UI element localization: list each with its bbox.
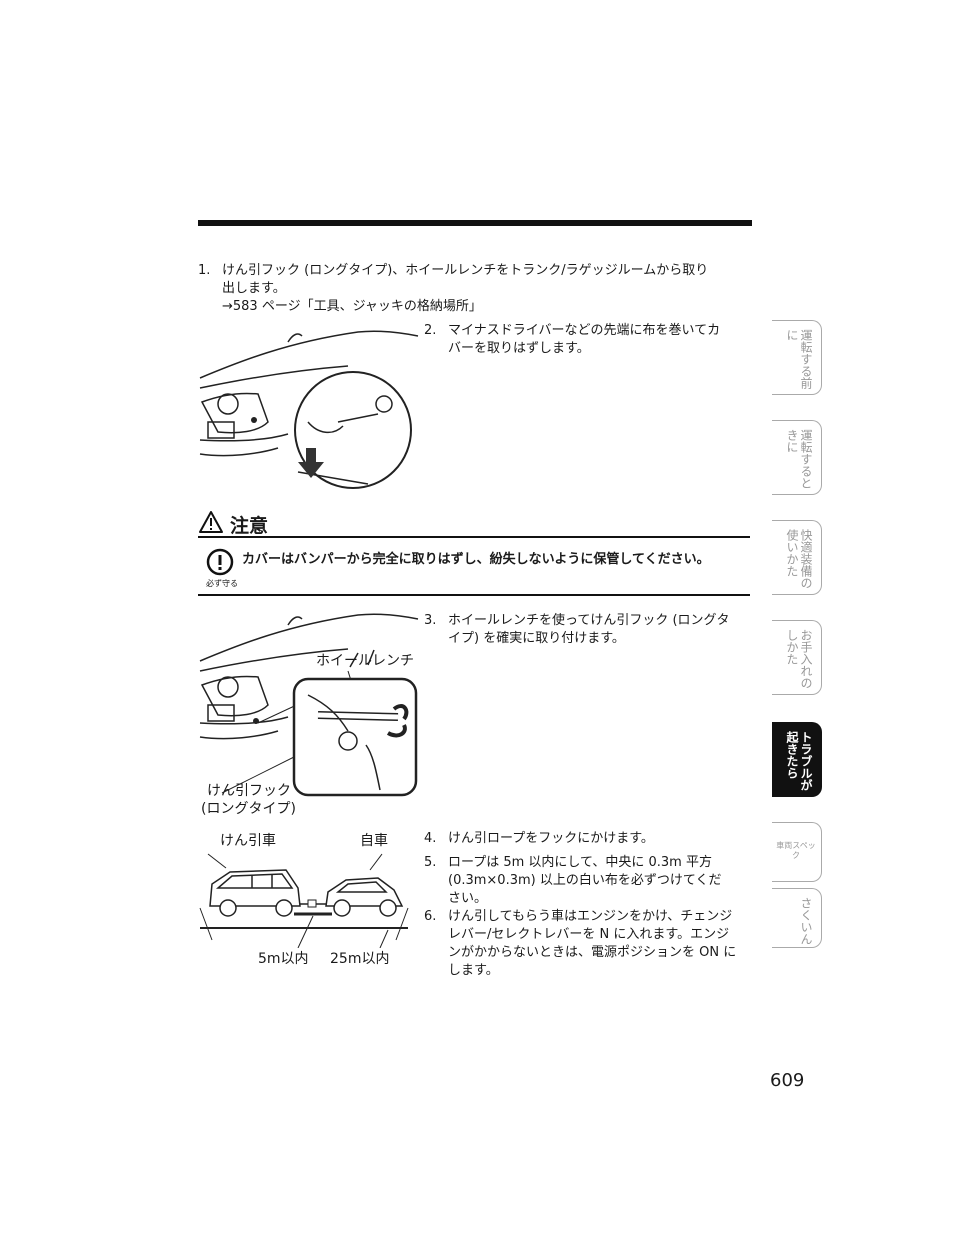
- step-3: 3. ホイールレンチを使ってけん引フック (ロングタ イプ) を確実に取り付けます…: [424, 612, 754, 648]
- step-1-reference: →583 ページ「工具、ジャッキの格納場所」: [222, 299, 482, 314]
- step-6: 6. けん引してもらう車はエンジンをかけ、チェンジ レバー/セレクトレバーを N …: [424, 908, 754, 980]
- caution-title: 注意: [230, 515, 269, 537]
- step-1-line2: 出します。: [222, 281, 286, 296]
- step-4-line1: けん引ロープをフックにかけます。: [448, 831, 654, 846]
- dist1-leader: [297, 915, 314, 948]
- own-car-leader: [369, 853, 383, 871]
- dist2-leader: [379, 929, 389, 948]
- tab-before-driving[interactable]: 運転する前に: [772, 320, 822, 395]
- step-5-line3: さい。: [448, 891, 488, 906]
- must-follow-icon: [206, 548, 234, 576]
- tab-index[interactable]: さくいん: [772, 888, 822, 948]
- towing-illustration: [199, 853, 409, 948]
- detail-circle: [294, 371, 412, 489]
- step-6-line3: ンがかからないときは、電源ポジションを ON に: [448, 945, 737, 960]
- step-5-line1: ロープは 5m 以内にして、中央に 0.3m 平方: [448, 855, 712, 870]
- tab-while-driving[interactable]: 運転するときに: [772, 420, 822, 495]
- section-rule: [198, 220, 752, 226]
- caution-box: 必ず守る カバーはバンパーから完全に取りはずし、紛失しないように保管してください…: [198, 536, 750, 596]
- tick-left: [199, 907, 213, 941]
- step-3-line2: イプ) を確実に取り付けます。: [448, 631, 625, 646]
- own-vehicle-drawing: [325, 877, 404, 917]
- detail-box: [292, 677, 418, 797]
- own-vehicle-label: 自車: [360, 833, 388, 849]
- hook-point: [253, 718, 259, 724]
- car-front-drawing-2: [199, 613, 419, 740]
- white-cloth-marker: [307, 899, 317, 908]
- distance-5m-label: 5m以内: [258, 951, 309, 967]
- wrench-hand-detail: [307, 694, 409, 791]
- step-3-number: 3.: [424, 613, 437, 628]
- wheel-wrench-label: ホイールレンチ: [316, 653, 414, 669]
- step-5-line2: (0.3m×0.3m) 以上の白い布を必ずつけてくだ: [448, 873, 722, 888]
- step-6-line1: けん引してもらう車はエンジンをかけ、チェンジ: [448, 909, 733, 924]
- tab-specifications[interactable]: 車両スペック: [772, 822, 822, 882]
- step-2-line1: マイナスドライバーなどの先端に布を巻いてカ: [448, 323, 721, 338]
- step-5-number: 5.: [424, 855, 437, 870]
- cover-removal-illustration: [199, 330, 419, 489]
- tab-comfort-features[interactable]: 快適装備の使いかた: [772, 520, 822, 595]
- caution-text: カバーはバンパーから完全に取りはずし、紛失しないように保管してください。: [242, 552, 710, 567]
- long-type-label: (ロングタイプ): [201, 801, 296, 817]
- tab-troubleshooting-label: トラブルが起きたら: [785, 731, 813, 791]
- caution-heading: 注意: [198, 510, 318, 537]
- tab-maintenance[interactable]: お手入れのしかた: [772, 620, 822, 695]
- step-6-line4: します。: [448, 963, 499, 978]
- step-5: 5. ロープは 5m 以内にして、中央に 0.3m 平方 (0.3m×0.3m) …: [424, 854, 754, 908]
- step-1-number: 1.: [198, 263, 211, 278]
- tow-vehicle-drawing: [209, 869, 301, 917]
- tow-car-leader: [207, 853, 227, 869]
- car-front-drawing: [199, 330, 419, 457]
- hook-install-illustration: [199, 613, 419, 797]
- tab-index-label: さくいん: [799, 897, 813, 945]
- tab-comfort-features-label: 快適装備の使いかた: [785, 529, 813, 589]
- step-6-line2: レバー/セレクトレバーを N に入れます。エンジ: [448, 927, 730, 942]
- step-2-line2: バーを取りはずします。: [448, 341, 590, 356]
- step-4: 4. けん引ロープをフックにかけます。: [424, 830, 754, 848]
- tick-right: [395, 907, 409, 941]
- step-1-line1: けん引フック (ロングタイプ)、ホイールレンチをトランク/ラゲッジルームから取り: [222, 263, 709, 278]
- tow-vehicle-label: けん引車: [220, 833, 276, 849]
- step-1: 1. けん引フック (ロングタイプ)、ホイールレンチをトランク/ラゲッジルームから…: [198, 262, 758, 316]
- step-3-line1: ホイールレンチを使ってけん引フック (ロングタ: [448, 613, 730, 628]
- tow-hook-label: けん引フック: [207, 783, 291, 799]
- down-arrow-icon: [298, 448, 324, 478]
- tab-while-driving-label: 運転するときに: [785, 429, 813, 489]
- step-2: 2. マイナスドライバーなどの先端に布を巻いてカ バーを取りはずします。: [424, 322, 754, 358]
- page-number: 609: [770, 1070, 805, 1091]
- tab-specifications-label: 車両スペック: [776, 841, 816, 860]
- distance-25m-label: 25m以内: [330, 951, 390, 967]
- tab-troubleshooting[interactable]: トラブルが起きたら: [772, 722, 822, 797]
- step-2-number: 2.: [424, 323, 437, 338]
- warning-triangle-icon: [199, 511, 223, 533]
- must-follow-label: 必ず守る: [206, 579, 238, 588]
- hook-leader: [221, 754, 299, 794]
- tab-before-driving-label: 運転する前に: [785, 329, 813, 389]
- step-4-number: 4.: [424, 831, 437, 846]
- tab-maintenance-label: お手入れのしかた: [785, 629, 813, 689]
- step-6-number: 6.: [424, 909, 437, 924]
- screwdriver-detail: [297, 395, 393, 485]
- tow-hook-cover-point: [251, 417, 257, 423]
